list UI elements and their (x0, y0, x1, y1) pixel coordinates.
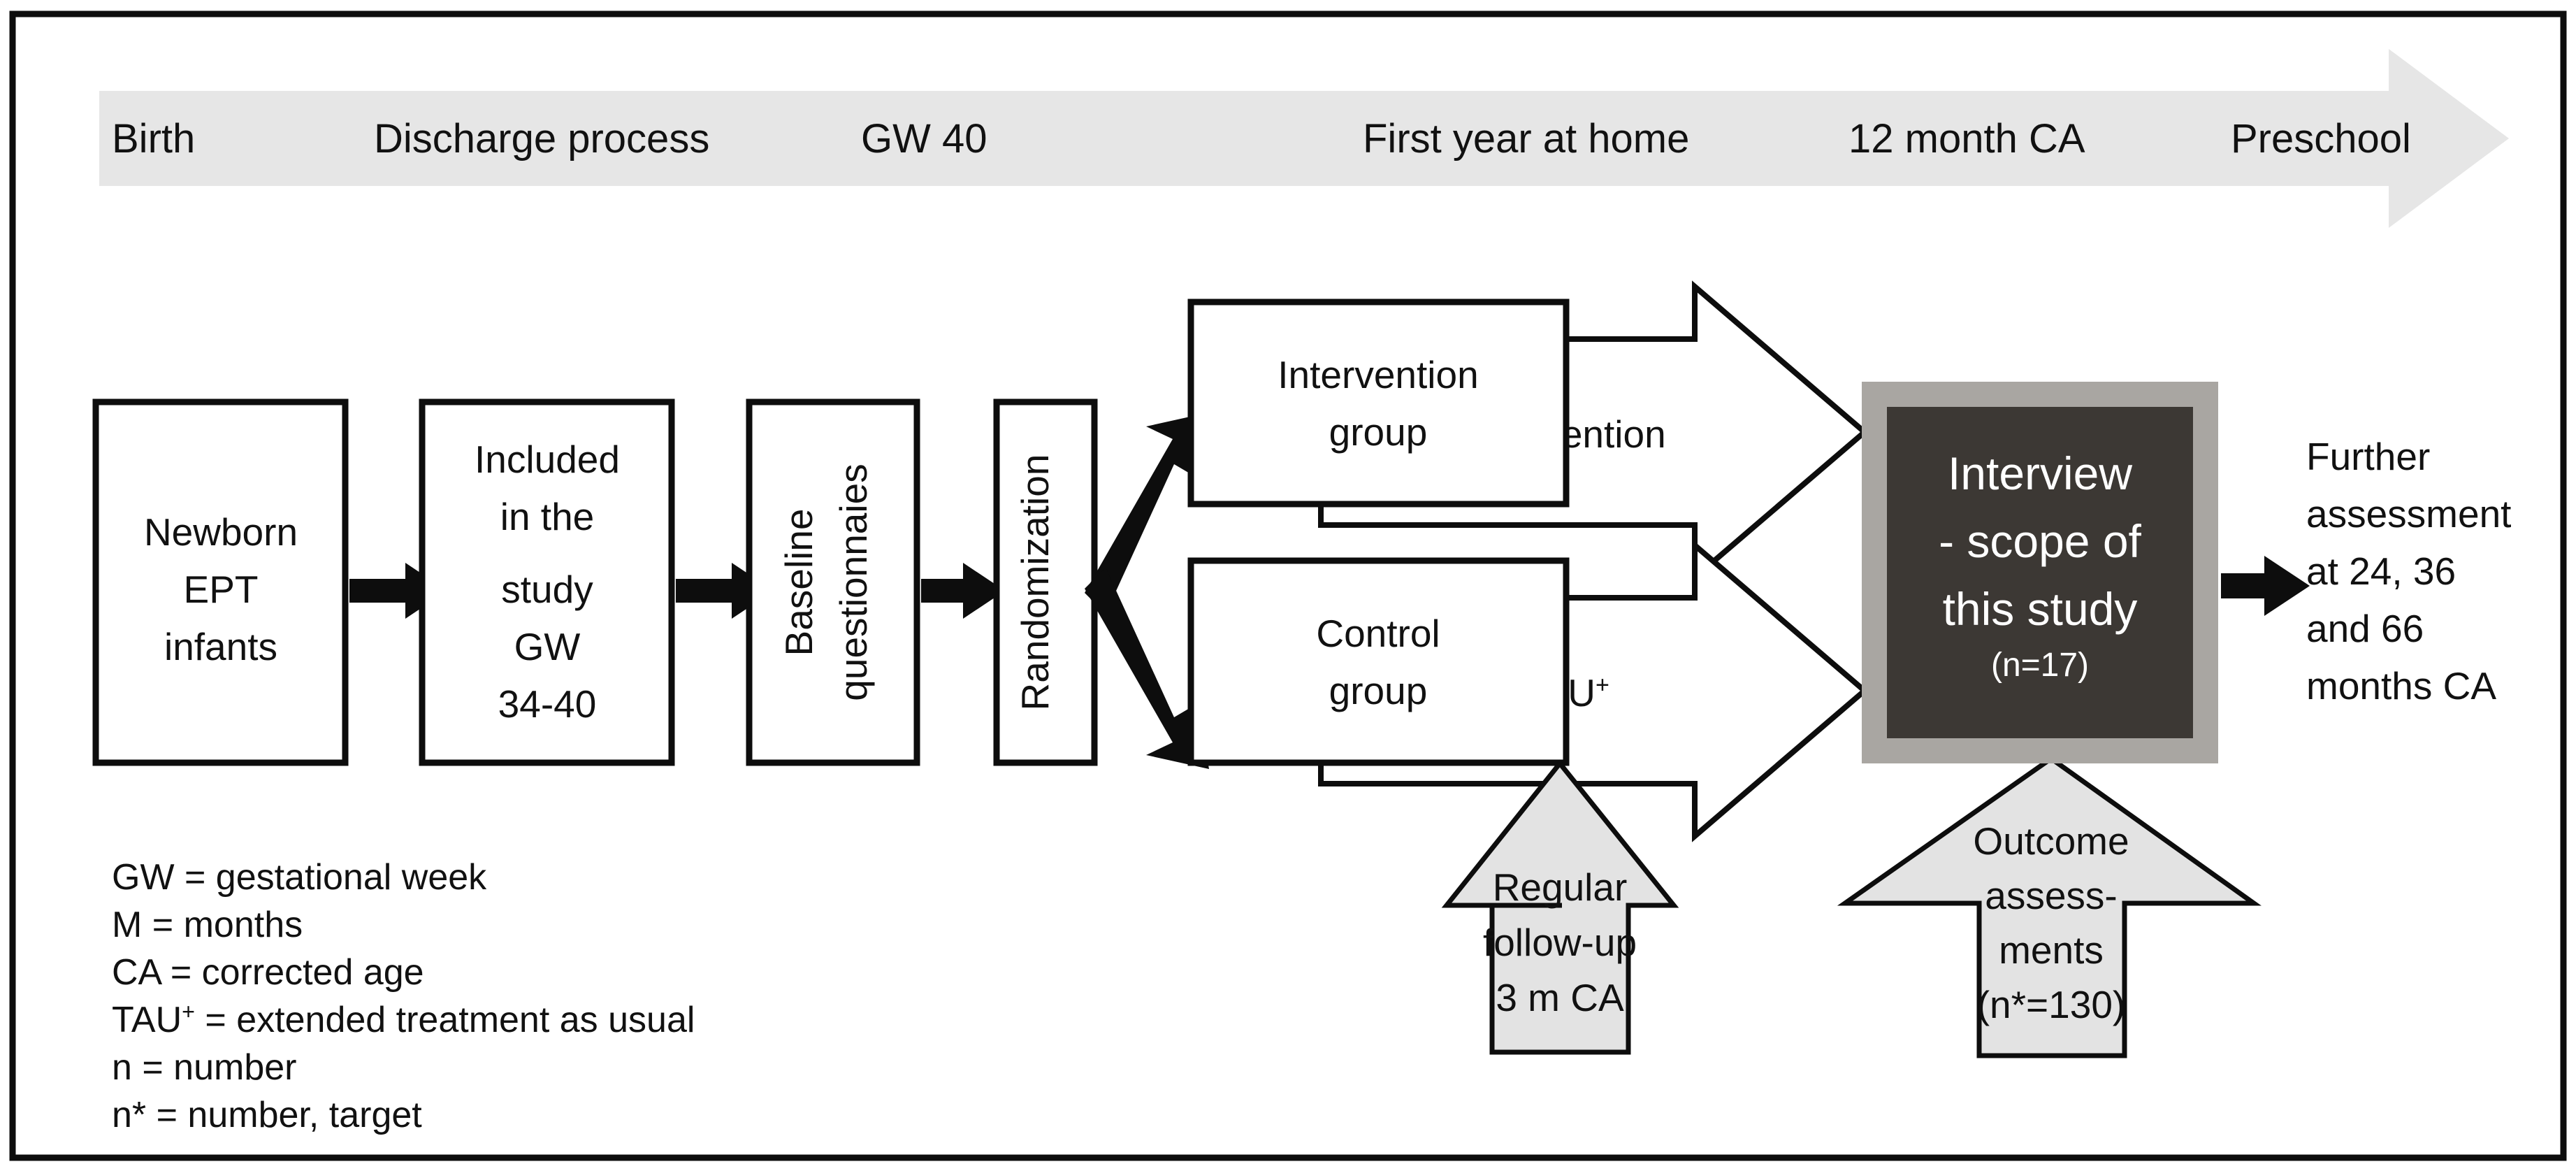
box-newborn-ept-infants: Newborn EPT infants (92, 398, 349, 766)
further-assessment-text: Further assessment at 24, 36 and 66 mont… (2306, 435, 2511, 707)
outcome-assessments-arrow-shape (1837, 755, 2262, 1058)
further-line-2: assessment (2306, 492, 2511, 536)
branch-arrow-down-icon (1085, 568, 1209, 769)
legend: GW = gestational week M = months CA = co… (112, 857, 695, 1135)
figure-border (9, 10, 2567, 1161)
box-control-group: Control group (1187, 557, 1570, 766)
outcome-assessments-line-2: assess- (1985, 874, 2118, 917)
control-group-line-1: Control (1316, 612, 1440, 655)
legend-item-m: M = months (112, 905, 303, 945)
newborn-line-2: EPT (184, 568, 259, 611)
timeline-label-gw-40: GW 40 (861, 116, 987, 161)
up-arrow-outcome-assessments: Outcome assess- ments (n*=130) (1837, 755, 2262, 1058)
randomization-branch-arrows (1085, 412, 1209, 769)
legend-item-n: n = number (112, 1047, 297, 1088)
interview-line-3: this study (1943, 583, 2138, 635)
newborn-line-1: Newborn (144, 510, 298, 554)
further-line-1: Further (2306, 435, 2430, 478)
legend-item-n-star: n* = number, target (112, 1095, 422, 1135)
box-intervention-group: Intervention group (1187, 299, 1570, 508)
included-line-2: in the (500, 495, 595, 538)
further-line-4: and 66 (2306, 607, 2424, 650)
further-line-3: at 24, 36 (2306, 549, 2456, 593)
regular-follow-up-line-3: 3 m CA (1496, 976, 1624, 1019)
interview-box: Interview - scope of this study (n=17) (1862, 382, 2218, 763)
timeline-label-preschool: Preschool (2231, 116, 2411, 161)
newborn-line-3: infants (164, 625, 277, 668)
interview-line-2: - scope of (1939, 515, 2141, 567)
interview-subject-count: (n=17) (1991, 647, 2089, 684)
legend-item-gw: GW = gestational week (112, 857, 487, 898)
intervention-group-box (1187, 299, 1570, 508)
included-line-3: study (501, 568, 593, 611)
baseline-line-2: questionnaies (832, 464, 875, 701)
box-included-in-study: Included in the study GW 34-40 (419, 398, 675, 766)
interview-line-1: Interview (1948, 447, 2132, 499)
connector-arrow-3-icon (921, 563, 1005, 619)
connector-arrow-4-icon (2221, 556, 2310, 616)
intervention-group-line-1: Intervention (1278, 353, 1478, 396)
regular-follow-up-line-2: follow-up (1483, 921, 1637, 964)
outcome-assessments-line-3: ments (1999, 928, 2104, 972)
included-line-5: 34-40 (498, 682, 597, 726)
randomization-label: Randomization (1013, 454, 1057, 711)
baseline-questionnaires-box (746, 398, 920, 766)
timeline-label-12-month-ca: 12 month CA (1848, 116, 2085, 161)
legend-item-ca: CA = corrected age (112, 952, 424, 993)
intervention-group-line-2: group (1329, 410, 1428, 454)
timeline-banner: Birth Discharge process GW 40 First year… (99, 49, 2509, 228)
included-in-study-box (419, 398, 675, 766)
branch-arrow-up-icon (1085, 412, 1209, 614)
timeline-label-first-year-at-home: First year at home (1363, 116, 1689, 161)
outcome-assessments-line-4: (n*=130) (1977, 983, 2126, 1026)
newborn-ept-infants-box (92, 398, 349, 766)
included-line-1: Included (475, 438, 620, 481)
timeline-label-birth: Birth (112, 116, 195, 161)
control-group-box (1187, 557, 1570, 766)
regular-follow-up-line-1: Regular (1493, 865, 1628, 909)
baseline-line-1: Baseline (777, 509, 820, 656)
box-baseline-questionnaires: Baseline questionnaies (746, 398, 920, 766)
box-randomization: Randomization (993, 398, 1098, 766)
control-group-line-2: group (1329, 669, 1428, 712)
interview-inner-panel (1887, 407, 2193, 738)
up-arrow-regular-follow-up: Regular follow-up 3 m CA (1441, 759, 1679, 1055)
legend-item-tau-plus: TAU+ = extended treatment as usual (112, 999, 695, 1040)
included-line-4: GW (514, 625, 581, 668)
timeline-label-discharge-process: Discharge process (374, 116, 709, 161)
timeline-arrow-shape (99, 49, 2509, 228)
outcome-assessments-line-1: Outcome (1973, 819, 2129, 863)
further-line-5: months CA (2306, 664, 2496, 707)
regular-follow-up-arrow-shape (1441, 759, 1679, 1055)
